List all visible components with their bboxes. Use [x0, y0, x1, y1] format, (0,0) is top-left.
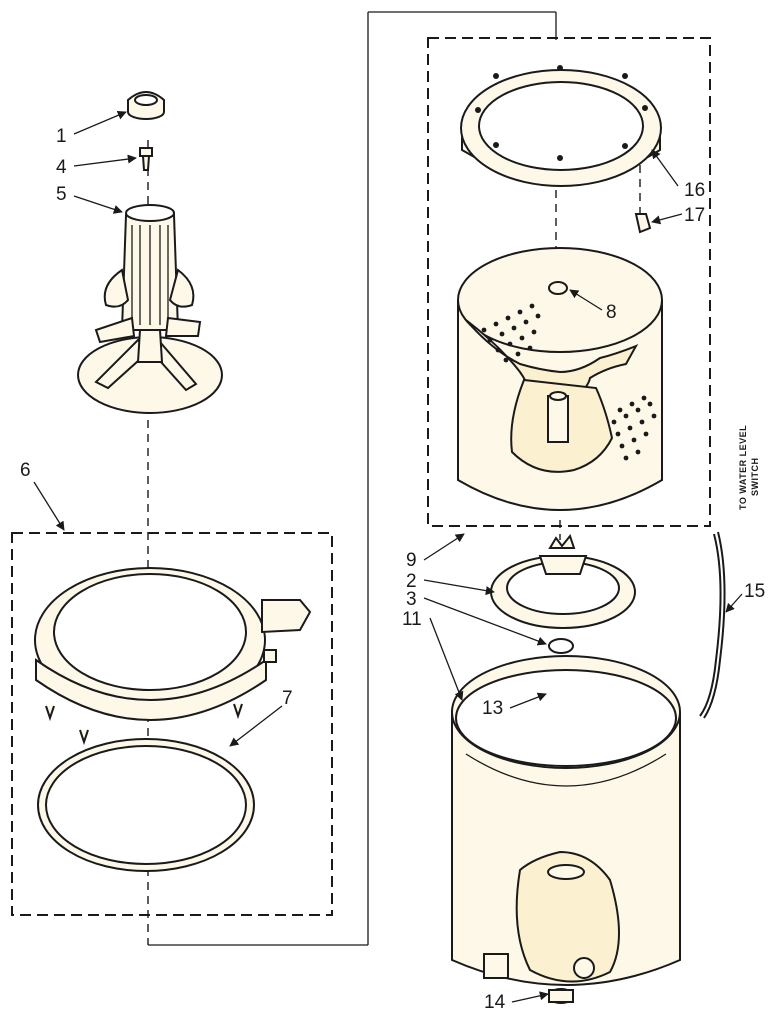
nut-part-14	[548, 988, 574, 1004]
agitator-cap-part-1	[127, 91, 165, 120]
callout-9: 9	[406, 550, 417, 571]
callout-8: 8	[606, 302, 617, 323]
tub-gasket-part-7	[37, 738, 255, 872]
outer-tub-part-11	[451, 655, 681, 986]
callout-16: 16	[684, 180, 705, 201]
drive-hub-part-2	[490, 533, 636, 629]
callout-3: 3	[406, 589, 417, 610]
tub-ring-assembly-part-6	[11, 532, 333, 916]
callout-5: 5	[56, 184, 67, 205]
callout-13: 13	[482, 698, 503, 719]
agitator-part-5	[77, 204, 223, 414]
callout-4: 4	[56, 157, 67, 178]
callout-2: 2	[406, 571, 417, 592]
water-level-switch-note: TO WATER LEVEL SWITCH	[738, 425, 760, 510]
basket-perforations-right	[611, 395, 657, 461]
callout-15: 15	[744, 581, 765, 602]
callout-leaders	[33, 111, 743, 1003]
callout-7: 7	[282, 688, 293, 709]
snap-ring-part-3	[548, 638, 574, 654]
side-note-line-1: TO WATER LEVEL	[738, 425, 748, 510]
basket-perforations-left	[481, 303, 541, 363]
assembly-path-line	[147, 11, 641, 985]
callout-11: 11	[402, 609, 422, 630]
side-note-line-2: SWITCH	[750, 458, 760, 497]
spin-basket	[457, 247, 663, 511]
agitator-bolt-part-4	[139, 147, 153, 171]
callout-6: 6	[20, 460, 31, 481]
balance-ring-part-16	[460, 65, 662, 187]
basket-assembly-box	[427, 37, 711, 527]
callout-14: 14	[484, 992, 506, 1013]
hose-part-15	[699, 531, 726, 719]
callout-1: 1	[56, 126, 67, 147]
callout-17: 17	[684, 205, 705, 226]
balance-ring-screw-part-17	[634, 213, 652, 234]
